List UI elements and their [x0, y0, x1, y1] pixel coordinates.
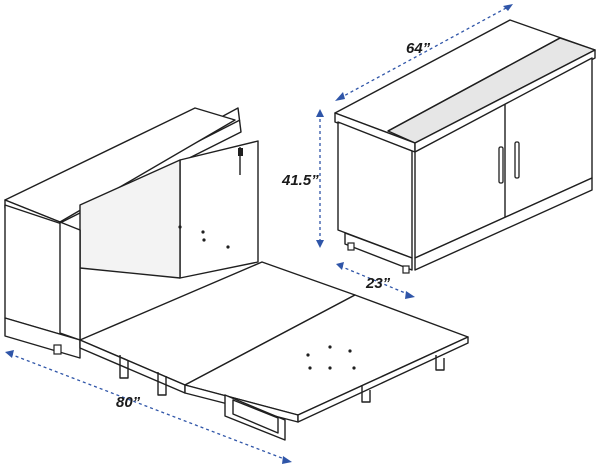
depth-label: 23” [365, 275, 391, 292]
bed-length-label: 80” [116, 394, 141, 411]
dimension-depth: 23” [336, 262, 415, 299]
hinge-dots [178, 225, 356, 370]
height-label: 41.5” [281, 172, 319, 189]
dimension-bed-length: 80” [5, 350, 292, 464]
bed-legs [119, 355, 445, 441]
cabinet-plinth [414, 177, 593, 271]
door-handle-right [514, 141, 520, 179]
open-bed [4, 107, 469, 441]
width-label: 64” [406, 40, 431, 57]
dimension-height: 41.5” [281, 109, 324, 248]
door-handle-left [498, 146, 504, 184]
closed-cabinet [334, 19, 596, 274]
dimension-width: 64” [335, 4, 513, 101]
cabinet-back [179, 140, 259, 279]
